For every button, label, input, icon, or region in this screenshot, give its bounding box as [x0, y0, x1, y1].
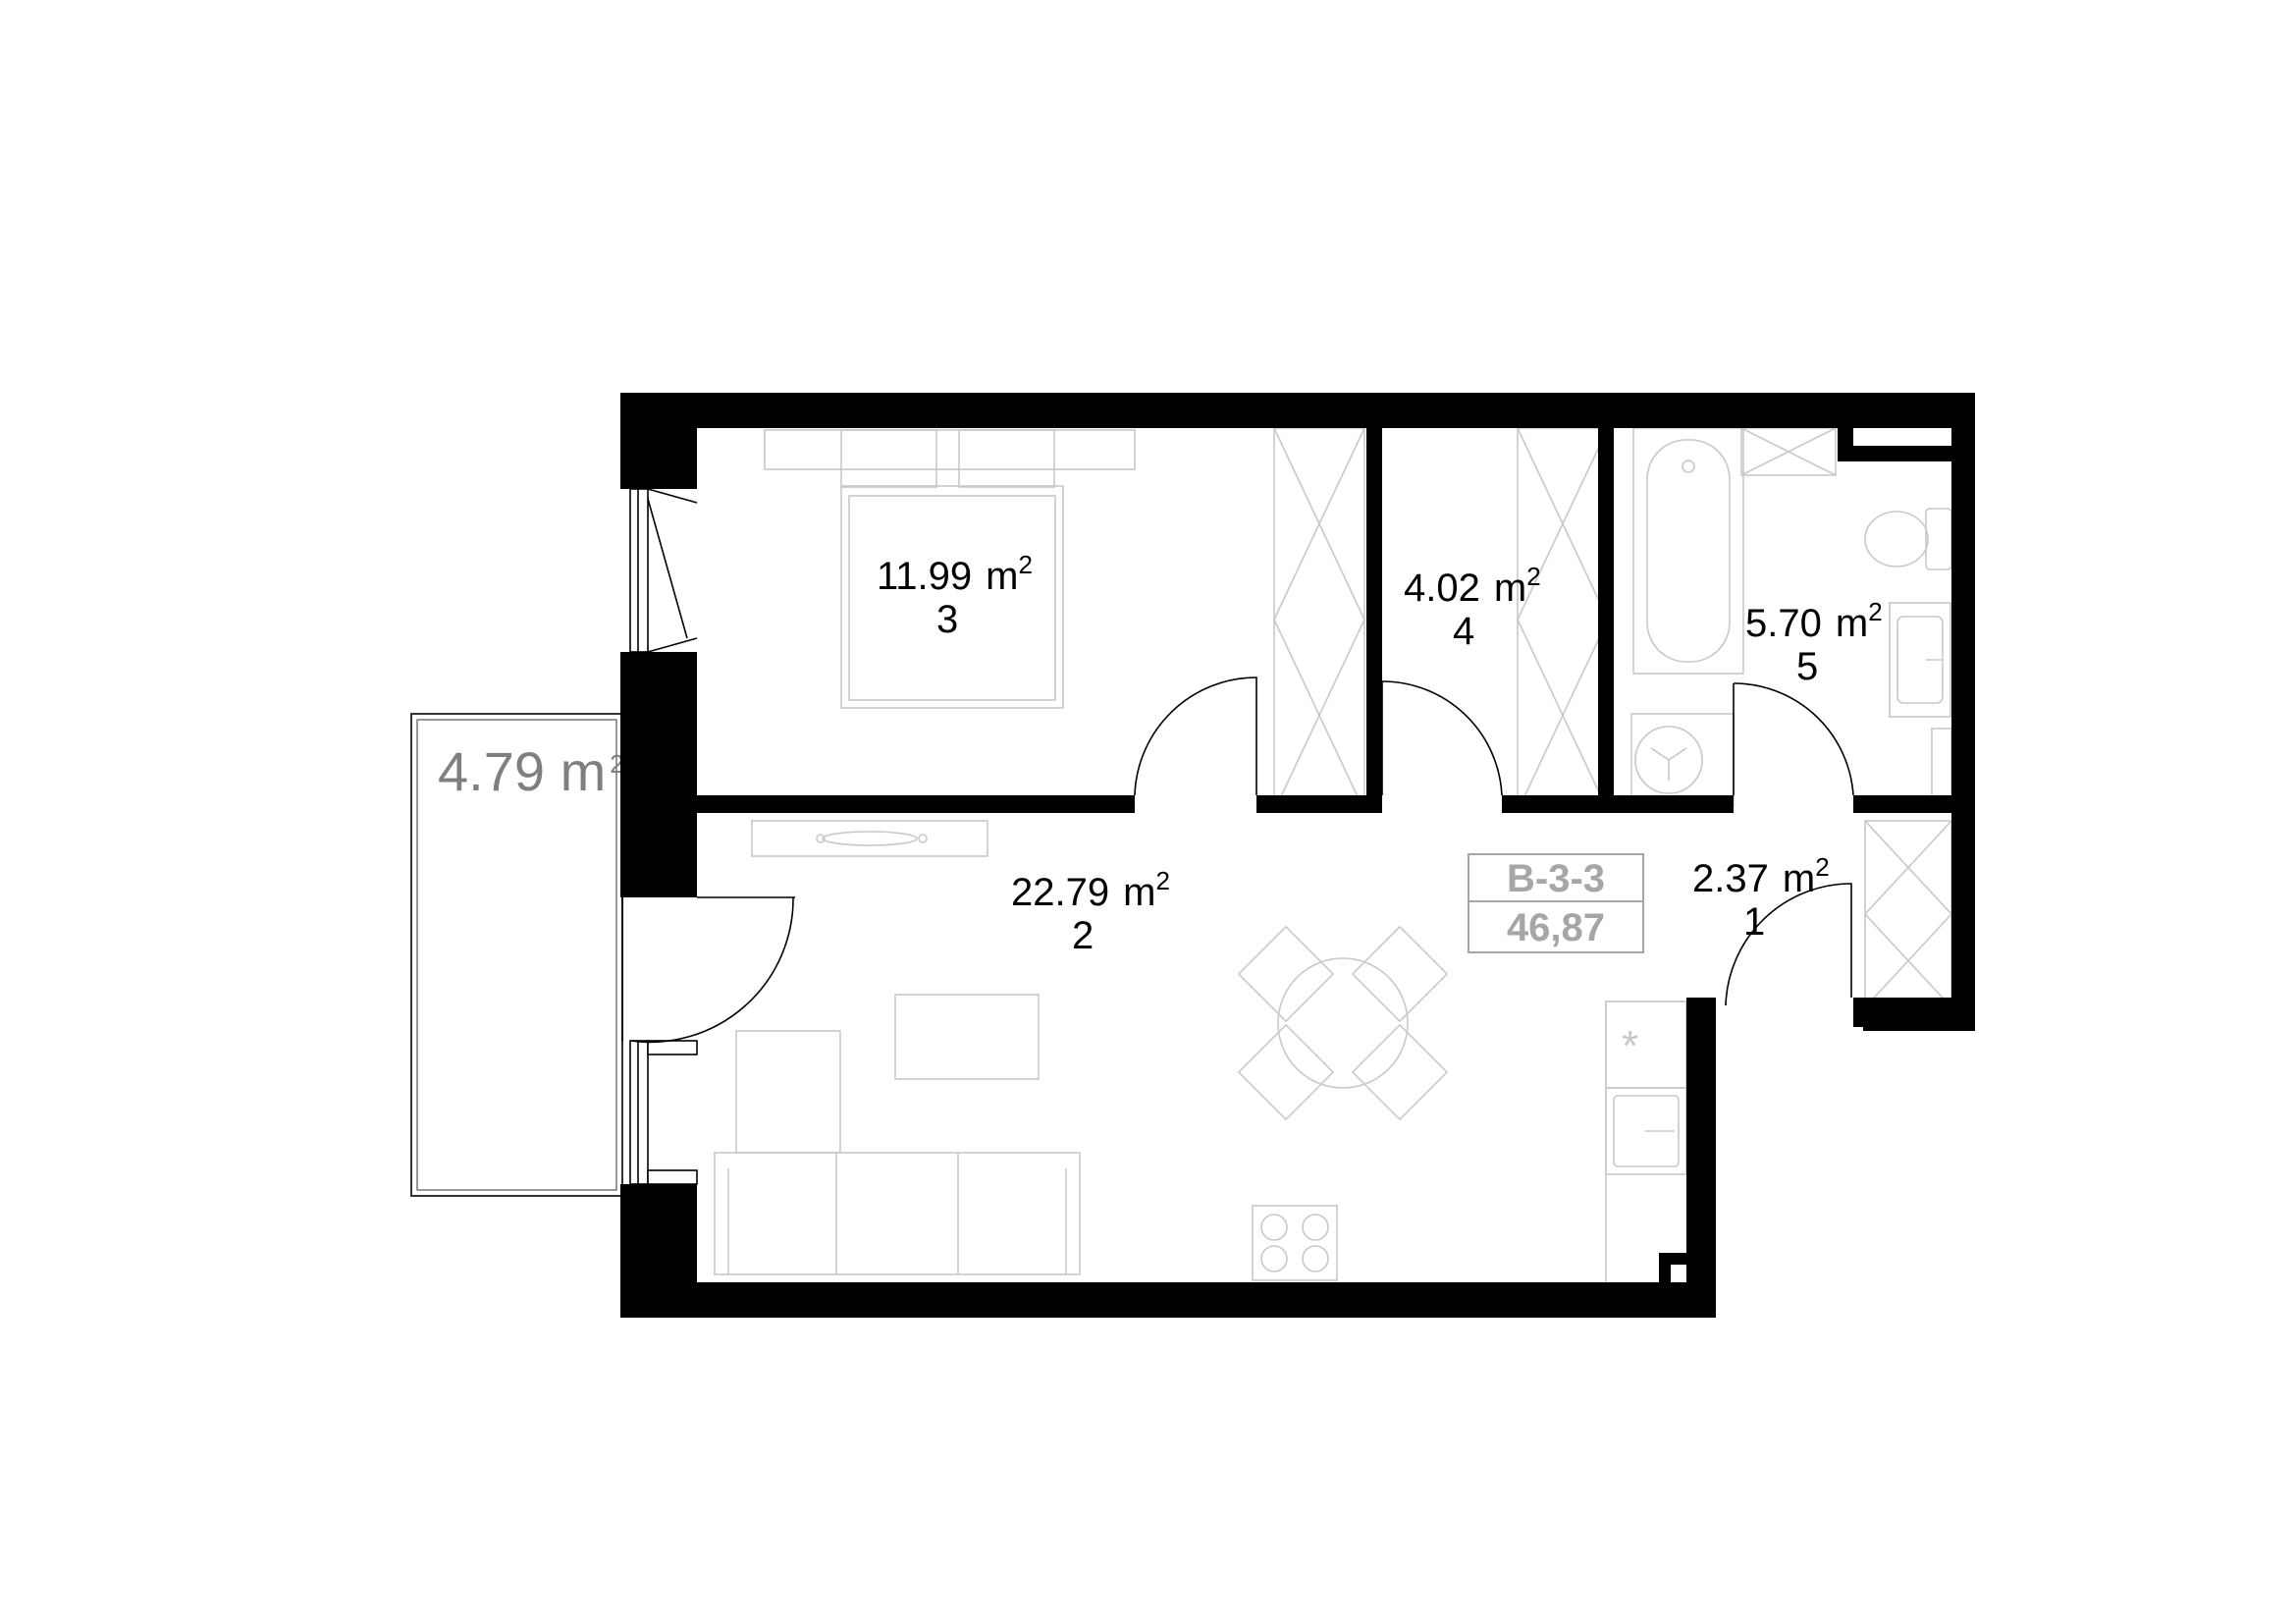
washbasin-icon — [1889, 602, 1951, 718]
armchair-icon — [735, 1030, 841, 1154]
washing-machine-icon — [1630, 713, 1735, 807]
sofa-icon — [714, 1152, 1081, 1275]
svg-text:*: * — [1622, 1022, 1638, 1070]
door-wardrobe-room — [1381, 680, 1503, 796]
walls — [620, 393, 1975, 1318]
window-living — [629, 1040, 698, 1185]
svg-text:4: 4 — [1453, 610, 1474, 653]
wardrobe-icon — [1517, 427, 1609, 812]
door-bathroom — [1733, 682, 1854, 796]
apartment-total-area: 46,87 — [1507, 906, 1605, 949]
door-bedroom — [1134, 676, 1257, 796]
svg-text:1: 1 — [1743, 900, 1765, 944]
window-bedroom — [629, 488, 698, 653]
bed-icon — [764, 429, 1136, 709]
wardrobe-icon — [1273, 427, 1365, 812]
tv-unit-icon — [751, 820, 988, 857]
bathtub-icon — [1632, 427, 1744, 675]
coffee-table-icon — [894, 994, 1040, 1080]
hall-wardrobe-icon — [1864, 820, 1952, 1008]
shower-icon — [1740, 427, 1837, 476]
balcony-door — [621, 896, 795, 1044]
apartment-tag: B-3-3 46,87 — [1468, 853, 1644, 953]
svg-text:3: 3 — [936, 598, 958, 641]
svg-text:5: 5 — [1796, 645, 1818, 688]
svg-text:2: 2 — [1072, 914, 1094, 957]
kitchen-counter-icon: * — [1166, 1001, 1687, 1287]
dining-table-icon — [1237, 925, 1449, 1121]
apartment-code: B-3-3 — [1507, 857, 1605, 900]
toilet-icon — [1864, 508, 1952, 570]
door-entrance — [1725, 883, 1852, 1006]
stove-icon — [1252, 1205, 1338, 1281]
